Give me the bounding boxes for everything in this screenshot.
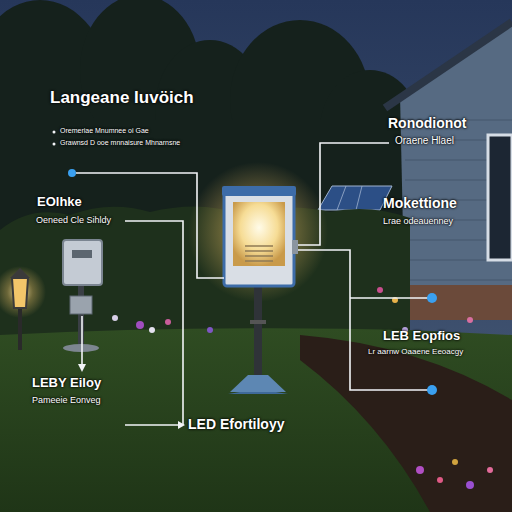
callout-subtext: Oraene Hlael <box>395 135 454 147</box>
flowers <box>112 287 493 489</box>
flower-bed <box>300 335 512 512</box>
bullet-note: Oremeriae Mnumnee oi Gae <box>60 127 149 135</box>
callout-heading: Ronodionot <box>388 115 467 131</box>
solar-panel <box>318 186 392 210</box>
bullet-dots <box>53 131 56 146</box>
callout-subtext: Lrae odeauenney <box>383 216 453 226</box>
bullet-note: Grawnsd D ooe mnnaisure Mhnarnsne <box>60 139 180 147</box>
path-lantern <box>0 266 46 350</box>
callout-heading: Mokettione <box>383 195 457 211</box>
leader-lines <box>76 143 428 425</box>
callout-dots <box>68 169 437 395</box>
callout-subtext: Oeneed Cle Sihldy <box>36 215 111 225</box>
callout-subtext: Lr aarnw Oaaene Eeoacgy <box>368 347 463 356</box>
diagram-title: Langeane Iuvöich <box>50 88 194 108</box>
callout-heading: LEBY Eiloy <box>32 376 101 391</box>
callout-heading: LED Efortiloyy <box>188 416 284 432</box>
callout-heading: LEB Eopfios <box>383 329 460 344</box>
callout-heading: EOlhke <box>37 195 82 210</box>
callout-subtext: Pameeie Eonveg <box>32 395 101 405</box>
